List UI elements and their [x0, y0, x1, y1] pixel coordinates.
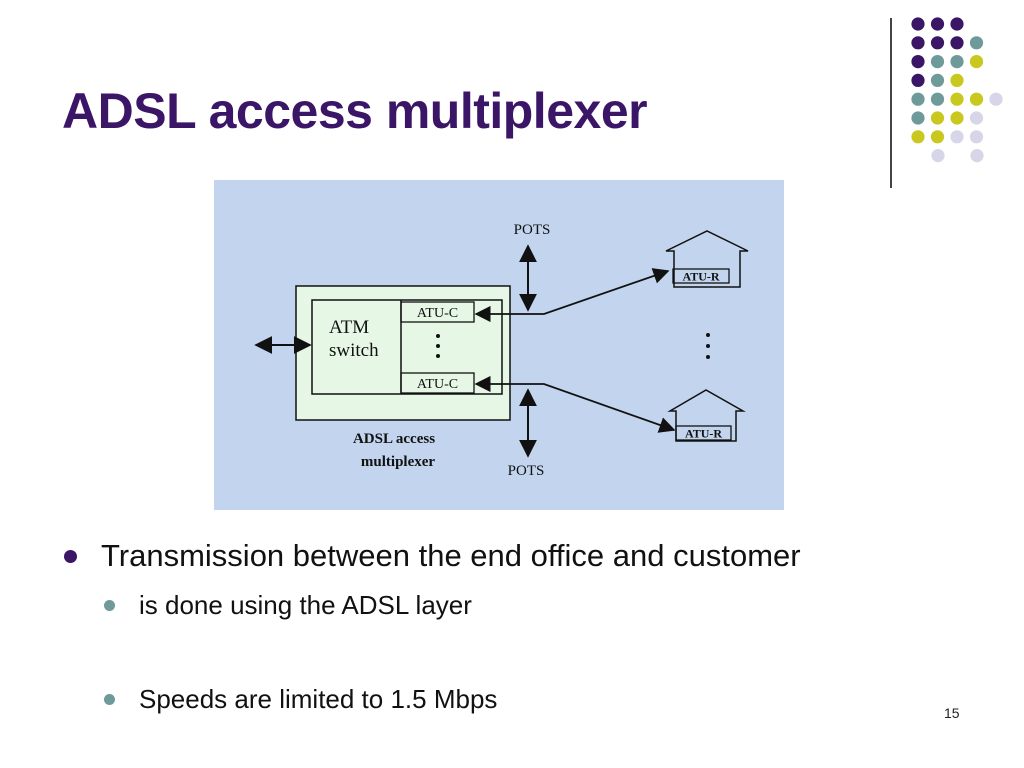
- bullet-dot: [64, 549, 77, 563]
- atu-c-bottom-box: [400, 372, 475, 394]
- atu-r-bottom-box: [675, 425, 732, 441]
- decorative-dot: [930, 17, 945, 31]
- decorative-dot: [969, 92, 984, 106]
- multiplexer-label-line1: ADSL access: [353, 431, 435, 447]
- page-number: 15: [944, 705, 960, 721]
- decorative-dot: [930, 130, 945, 144]
- decorative-dot: [930, 55, 945, 69]
- decorative-dot: [930, 73, 945, 87]
- decorative-dot: [930, 36, 945, 50]
- atm-switch-label-line1: ATM: [329, 317, 369, 338]
- decorative-dot: [950, 36, 964, 50]
- atm-switch-label-line2: switch: [329, 340, 379, 361]
- bullet-item: Transmission between the end office and …: [64, 538, 801, 574]
- decorative-dot: [911, 130, 925, 144]
- sub-bullet-item: Speeds are limited to 1.5 Mbps: [104, 684, 497, 715]
- line-to-atu-r-top: [474, 268, 670, 323]
- decorative-dot: [989, 92, 1003, 106]
- atu-c-top-label: ATU-C: [417, 306, 458, 321]
- decorative-dot: [911, 111, 925, 125]
- divider-line: [890, 18, 892, 188]
- atm-switch-box: [311, 299, 503, 395]
- decorative-dot: [931, 149, 945, 163]
- sub-bullet-dot: [104, 694, 115, 705]
- decorative-dot-grid: [911, 17, 1003, 163]
- atu-r-top-box: [672, 268, 730, 284]
- decorative-dot: [911, 36, 925, 50]
- decorative-dot: [911, 73, 925, 87]
- sub-bullet-item: is done using the ADSL layer: [104, 590, 472, 621]
- decorative-dot: [950, 130, 964, 144]
- atu-r-top-label: ATU-R: [682, 270, 719, 284]
- house-bottom: [667, 389, 746, 442]
- decorative-dot: [950, 73, 964, 87]
- decorative-dot: [970, 149, 984, 163]
- decorative-dot: [969, 130, 984, 144]
- sub-bullet-dot: [104, 600, 115, 611]
- decorative-dot: [950, 92, 964, 106]
- slide-title: ADSL access multiplexer: [62, 83, 648, 139]
- decorative-dot: [930, 111, 945, 125]
- decorative-dot: [930, 92, 945, 106]
- decorative-dot: [911, 17, 925, 31]
- atu-c-bottom-label: ATU-C: [417, 377, 458, 392]
- pots-top-label: POTS: [514, 222, 551, 238]
- bullet-text: Transmission between the end office and …: [101, 538, 801, 573]
- adsl-diagram: ATM switch ATU-C ATU-C ADSL access multi…: [214, 180, 784, 510]
- decorative-dot: [969, 111, 984, 125]
- line-to-atu-r-bottom: [474, 375, 676, 433]
- pots-bottom-label: POTS: [508, 463, 545, 479]
- decorative-dot: [969, 55, 984, 69]
- decorative-dot: [911, 92, 925, 106]
- sub-bullet-text: Speeds are limited to 1.5 Mbps: [139, 684, 498, 714]
- decorative-dot: [950, 55, 964, 69]
- atu-r-bottom-label: ATU-R: [685, 427, 722, 441]
- atu-c-top-box: [400, 301, 475, 323]
- sub-bullet-text: is done using the ADSL layer: [139, 590, 472, 620]
- multiplexer-label-line2: multiplexer: [361, 454, 435, 470]
- decorative-dot: [969, 36, 984, 50]
- decorative-dot: [950, 111, 964, 125]
- decorative-dot: [911, 55, 925, 69]
- decorative-dot: [950, 17, 964, 31]
- house-top: [665, 230, 749, 288]
